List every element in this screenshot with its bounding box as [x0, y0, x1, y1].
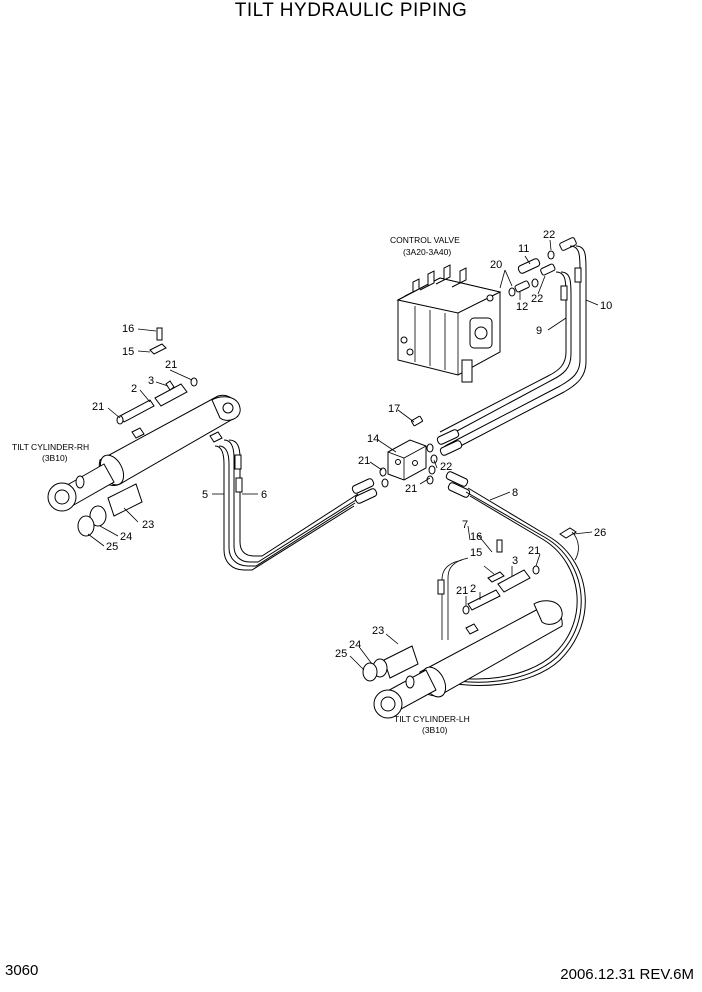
part-label-17: 17	[388, 403, 400, 415]
part-label-3: 3	[512, 555, 518, 567]
part-label-14: 14	[367, 433, 379, 445]
part-label-23: 23	[372, 625, 384, 637]
page-number: 3060	[5, 962, 39, 979]
part-label-12: 12	[516, 301, 528, 313]
control-valve-ref: (3A20-3A40)	[403, 247, 451, 257]
part-label-22: 22	[531, 293, 543, 305]
tilt-cylinder-lh-ref: (3B10)	[422, 725, 448, 735]
part-label-21: 21	[456, 585, 468, 597]
part-label-25: 25	[106, 541, 118, 553]
part-label-22: 22	[440, 461, 452, 473]
part-label-5: 5	[202, 489, 208, 501]
hoses-7-8	[437, 487, 586, 686]
control-valve-caption: CONTROL VALVE	[390, 235, 460, 245]
part-label-16: 16	[470, 531, 482, 543]
part-label-20: 20	[490, 259, 502, 271]
part-label-21: 21	[92, 401, 104, 413]
tilt-cylinder-rh-ref: (3B10)	[42, 453, 68, 463]
part-label-21: 21	[405, 483, 417, 495]
part-label-23: 23	[142, 519, 154, 531]
part-label-21: 21	[528, 545, 540, 557]
part-label-16: 16	[122, 323, 134, 335]
manifold-block	[351, 415, 471, 504]
part-label-9: 9	[536, 325, 542, 337]
tilt-cylinder-lh-drawing	[362, 539, 563, 719]
control-valve-drawing	[396, 264, 502, 383]
part-label-3: 3	[148, 375, 154, 387]
tilt-cylinder-rh-caption: TILT CYLINDER-RH	[12, 442, 89, 452]
page-title: TILT HYDRAULIC PIPING	[234, 0, 468, 21]
hoses-9-10	[439, 245, 587, 453]
part-label-7: 7	[462, 519, 468, 531]
part-label-26: 26	[594, 527, 606, 539]
part-label-25: 25	[335, 648, 347, 660]
part-label-15: 15	[470, 547, 482, 559]
leader-lines	[87, 239, 599, 671]
valve-fittings	[508, 237, 577, 297]
part-label-11: 11	[518, 243, 529, 255]
part-label-21: 21	[358, 455, 370, 467]
part-label-24: 24	[120, 531, 132, 543]
part-label-6: 6	[261, 489, 267, 501]
part-label-21: 21	[165, 359, 177, 371]
tilt-cylinder-rh-drawing	[47, 327, 241, 537]
part-label-22: 22	[543, 229, 555, 241]
tilt-cylinder-lh-caption: TILT CYLINDER-LH	[394, 714, 470, 724]
part-label-8: 8	[512, 487, 518, 499]
part-label-24: 24	[349, 639, 361, 651]
revision-stamp: 2006.12.31 REV.6M	[560, 966, 694, 983]
part-label-15: 15	[122, 346, 134, 358]
part-label-2: 2	[131, 383, 137, 395]
part-label-10: 10	[600, 300, 612, 312]
hoses-5-6	[214, 439, 359, 571]
part-label-2: 2	[470, 583, 476, 595]
